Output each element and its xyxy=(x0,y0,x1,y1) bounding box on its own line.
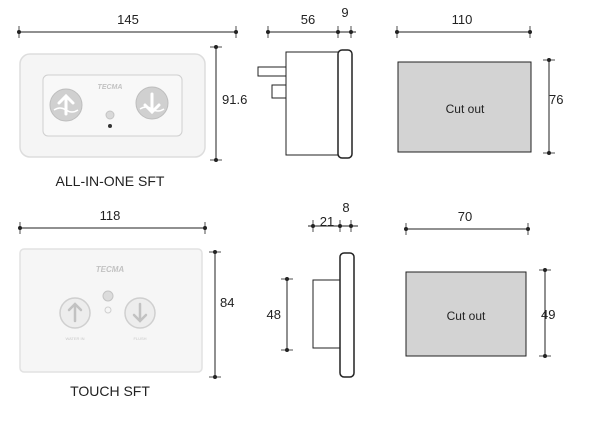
all-in-one-brand-logo: TECMA xyxy=(98,84,123,91)
all-in-one-height-label: 91.6 xyxy=(222,92,247,107)
touch-side-height-label: 48 xyxy=(267,307,281,322)
touch-side-view: 21 8 48 xyxy=(267,200,358,378)
touch-plate-label: 8 xyxy=(342,200,349,215)
all-in-one-cutout-height-label: 76 xyxy=(549,92,563,107)
touch-height-dimension xyxy=(209,250,221,379)
touch-front-view: 118 84 TECMA WATER IN FLUSH TOUCH SFT xyxy=(18,208,234,399)
touch-indicator-icon xyxy=(104,306,112,314)
touch-width-label: 118 xyxy=(100,208,121,223)
all-in-one-cutout-width-label: 110 xyxy=(452,12,473,27)
touch-cutout-width-label: 70 xyxy=(458,209,472,224)
touch-depth-dimension xyxy=(308,220,358,232)
touch-depth-label: 21 xyxy=(320,214,334,229)
touch-flush-label: FLUSH xyxy=(133,336,146,341)
all-in-one-cutout-box xyxy=(397,61,532,153)
water-in-button[interactable] xyxy=(49,88,83,122)
all-in-one-caption: ALL-IN-ONE SFT xyxy=(56,173,165,189)
all-in-one-depth-label: 56 xyxy=(301,12,315,27)
all-in-one-side-plate xyxy=(337,49,353,159)
touch-width-dimension xyxy=(18,222,207,234)
touch-cutout-width-dimension xyxy=(404,223,530,235)
all-in-one-side-body xyxy=(285,51,339,156)
all-in-one-depth-dimension xyxy=(266,26,356,38)
touch-side-height-dimension xyxy=(281,277,293,352)
touch-water-in-button[interactable] xyxy=(59,297,91,329)
all-in-one-plate-label: 9 xyxy=(341,5,348,20)
touch-caption: TOUCH SFT xyxy=(70,383,150,399)
all-in-one-front-view: 145 91.6 TECMA ALL-IN-ONE S xyxy=(17,12,247,189)
touch-height-label: 84 xyxy=(220,295,234,310)
touch-side-plate xyxy=(339,252,355,378)
all-in-one-width-label: 145 xyxy=(117,12,139,27)
touch-brand-logo: TECMA xyxy=(96,265,125,274)
all-in-one-width-dimension xyxy=(17,26,238,38)
flush-button[interactable] xyxy=(135,86,169,120)
all-in-one-side-view: 56 9 xyxy=(257,5,356,159)
all-in-one-cutout-height-dimension xyxy=(543,58,555,155)
connector-pin-upper xyxy=(257,66,289,77)
touch-cutout-view: 70 49 Cut out xyxy=(404,209,555,358)
status-led-dot-icon xyxy=(108,124,112,128)
touch-flush-button[interactable] xyxy=(124,297,156,329)
touch-cutout-height-dimension xyxy=(539,268,551,358)
all-in-one-cutout-width-dimension xyxy=(395,26,532,38)
touch-side-body xyxy=(312,279,342,349)
touch-water-in-label: WATER IN xyxy=(65,336,84,341)
touch-cutout-box xyxy=(405,271,527,357)
status-led-icon xyxy=(105,110,115,120)
all-in-one-cutout-text: Cut out xyxy=(446,102,485,116)
touch-status-led-icon xyxy=(102,290,114,302)
touch-cutout-height-label: 49 xyxy=(541,307,555,322)
connector-pin-lower xyxy=(271,84,287,99)
all-in-one-cutout-view: 110 76 Cut out xyxy=(395,12,563,155)
touch-cutout-text: Cut out xyxy=(447,309,486,323)
all-in-one-height-dimension xyxy=(210,45,222,162)
